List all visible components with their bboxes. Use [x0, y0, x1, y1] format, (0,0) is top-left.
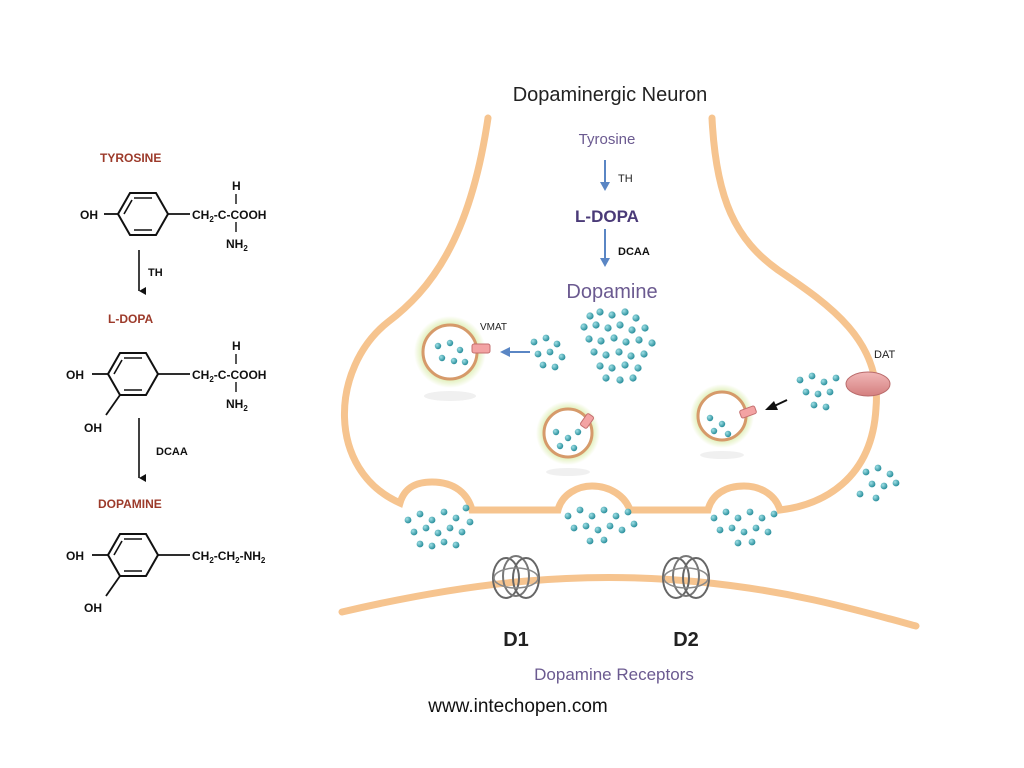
- hydroxyl-label: OH: [84, 601, 102, 615]
- subscript: 2: [209, 375, 214, 384]
- presynaptic-membrane: [340, 114, 880, 514]
- ch2-label: CH: [192, 208, 209, 222]
- dopamine-molecules: [404, 308, 900, 550]
- vesicle: [690, 384, 757, 459]
- enzyme-label-th: TH: [148, 267, 163, 279]
- blue-arrow: [600, 229, 610, 267]
- d2-receptor-coil: [662, 555, 710, 599]
- dopamine-name: DOPAMINE: [98, 497, 162, 511]
- synapse-diagram: Dopaminergic Neuron Tyrosine TH L-DOPA D…: [338, 84, 920, 684]
- oh-bond: [105, 575, 121, 597]
- carboxyl-chain-label: -C-COOH: [214, 368, 267, 382]
- ch2-label: CH: [192, 368, 209, 382]
- ldopa-structure: L-DOPA OH OH H CH2-C-COOH NH2: [66, 312, 266, 435]
- tyrosine-structure: TYROSINE OH H CH2-C-COOH NH2: [80, 151, 266, 253]
- hydroxyl-label: OH: [66, 549, 84, 563]
- subscript: 2: [209, 556, 214, 565]
- receptors-caption: Dopamine Receptors: [534, 665, 694, 684]
- vmat-label: VMAT: [480, 322, 507, 333]
- subscript: 2: [209, 215, 214, 224]
- svg-text:CH2-C-COOH: CH2-C-COOH: [192, 208, 266, 224]
- hydroxyl-label: OH: [84, 421, 102, 435]
- benzene-ring: [116, 192, 170, 236]
- enzyme-label-dcaa: DCAA: [156, 446, 188, 458]
- ch2-label: CH: [192, 549, 209, 563]
- hydroxyl-label: OH: [66, 368, 84, 382]
- reaction-arrow-dcaa: DCAA: [138, 418, 188, 482]
- dat-label: DAT: [874, 349, 895, 361]
- carboxyl-chain-label: -C-COOH: [214, 208, 267, 222]
- vesicle-vmat: [414, 316, 491, 401]
- d1-receptor-coil: [492, 555, 540, 599]
- hydrogen-label: H: [232, 179, 241, 193]
- hydrogen-label: H: [232, 339, 241, 353]
- amine-label: NH: [226, 237, 243, 251]
- receptor-d1-label: D1: [503, 629, 529, 651]
- svg-text:NH2: NH2: [226, 397, 248, 413]
- pathway-tyrosine: Tyrosine: [579, 131, 636, 148]
- blue-arrow: [500, 347, 530, 357]
- oh-bond: [105, 394, 121, 416]
- pathway-dopamine: Dopamine: [566, 281, 657, 303]
- chemistry-panel: TYROSINE OH H CH2-C-COOH NH2 TH L-DOP: [66, 151, 266, 615]
- pathway-ldopa: L-DOPA: [575, 207, 639, 226]
- ring-double-bond: [123, 199, 133, 215]
- ch2-label: -CH: [214, 549, 235, 563]
- svg-text:NH2: NH2: [226, 237, 248, 253]
- reaction-arrow-th: TH: [138, 250, 163, 295]
- postsynaptic-membrane: [338, 573, 920, 630]
- pathway-enzyme-th: TH: [618, 173, 633, 185]
- diagram-title: Dopaminergic Neuron: [513, 84, 708, 106]
- hydroxyl-label: OH: [80, 208, 98, 222]
- tyrosine-name: TYROSINE: [100, 151, 161, 165]
- receptor-d2-label: D2: [673, 629, 699, 651]
- vesicle: [536, 401, 600, 476]
- pathway-enzyme-dcaa: DCAA: [618, 246, 650, 258]
- subscript: 2: [243, 244, 248, 253]
- subscript: 2: [261, 556, 266, 565]
- subscript: 2: [243, 404, 248, 413]
- subscript: 2: [235, 556, 240, 565]
- ring-double-bond: [113, 359, 123, 375]
- svg-text:CH2-C-COOH: CH2-C-COOH: [192, 368, 266, 384]
- amine-label: NH: [226, 397, 243, 411]
- svg-text:CH2-CH2-NH2: CH2-CH2-NH2: [192, 549, 266, 565]
- black-arrow: [765, 399, 788, 410]
- source-url: www.intechopen.com: [427, 696, 608, 717]
- ring-double-bond: [113, 540, 123, 556]
- dat-transporter: [845, 371, 891, 397]
- blue-arrow: [600, 160, 610, 191]
- ldopa-name: L-DOPA: [108, 312, 153, 326]
- dopamine-structure: DOPAMINE OH OH CH2-CH2-NH2: [66, 497, 266, 615]
- benzene-ring: [106, 533, 160, 577]
- benzene-ring: [106, 352, 160, 396]
- amine-label: -NH: [240, 549, 261, 563]
